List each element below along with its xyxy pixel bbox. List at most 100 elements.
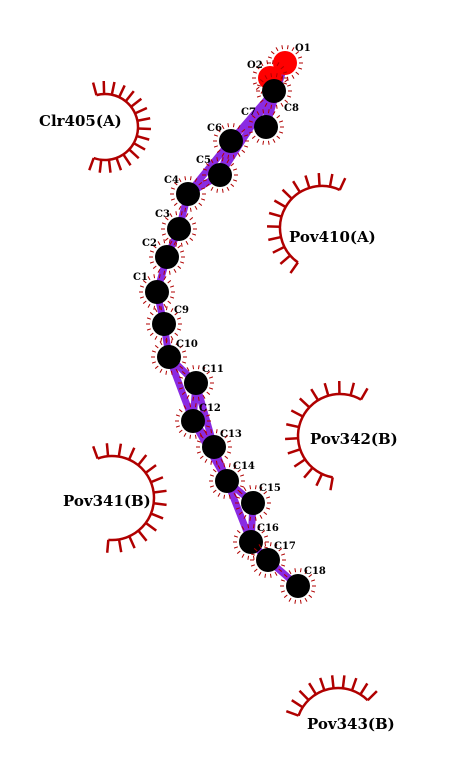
atom-spike <box>256 87 259 90</box>
atom-spike <box>281 580 285 581</box>
atom-spike <box>229 495 230 499</box>
contact-arcs <box>89 81 377 716</box>
atom-label-C10: C10 <box>176 339 198 350</box>
arc-tick <box>138 455 146 465</box>
arc-tick <box>343 675 345 688</box>
atom-spike <box>211 187 213 190</box>
atom-spike <box>166 371 167 375</box>
arc-tick <box>292 700 303 707</box>
arc-line <box>299 688 368 716</box>
atom-spike <box>276 73 277 77</box>
atom-spike <box>244 146 248 147</box>
arc-tick <box>119 539 121 552</box>
arc-tick <box>368 691 377 700</box>
atom-label-C7: C7 <box>241 107 256 118</box>
atom-spike <box>270 574 271 578</box>
atom-spike <box>227 187 229 190</box>
arc-tick <box>107 443 108 456</box>
residue-labels: Clr405(A)Pov410(A)Pov342(B)Pov341(B)Pov3… <box>39 112 398 733</box>
atom-spike <box>160 369 162 372</box>
atom-spike <box>228 155 229 159</box>
atom-label-C9: C9 <box>174 305 189 316</box>
atom-spike <box>168 301 171 304</box>
atom-spike <box>229 463 230 467</box>
atom-spike <box>211 429 212 433</box>
atom-spike <box>237 551 240 554</box>
arc-tick <box>352 678 356 690</box>
atom-spike <box>216 461 217 465</box>
atom-spike <box>214 135 218 136</box>
atom-spike <box>282 45 283 49</box>
atom-spike <box>195 435 196 439</box>
arc-tick <box>340 178 345 190</box>
atom-spike <box>277 136 280 139</box>
atom-spike <box>222 189 223 193</box>
arc-tick <box>107 540 108 553</box>
atom-spike <box>193 397 194 401</box>
atom-spike <box>298 68 302 69</box>
atom-spike <box>234 547 238 548</box>
atom-spike <box>300 600 301 604</box>
atom-spike <box>171 336 173 339</box>
atom-spike <box>233 123 234 127</box>
atom-spike <box>284 595 287 598</box>
atom-spike <box>152 351 156 352</box>
atom-label-O2: O2 <box>247 60 263 71</box>
atom-spike <box>234 536 238 537</box>
arc-tick <box>360 683 367 694</box>
atom-label-C16: C16 <box>257 523 279 534</box>
atom-spike <box>190 208 191 212</box>
atom-spike <box>140 286 144 287</box>
atom-spike <box>211 461 212 465</box>
atom-spike <box>285 79 288 82</box>
arc-tick <box>290 262 297 273</box>
arc-tick <box>135 108 147 113</box>
atom-circle <box>176 182 200 206</box>
atom-spike <box>161 338 162 342</box>
atom-spike <box>259 572 261 575</box>
atom-circle <box>208 163 232 187</box>
atom-spike <box>180 251 184 252</box>
atom-spike <box>255 485 256 489</box>
atom-spike <box>272 60 273 64</box>
atom-spike <box>251 565 255 566</box>
atom-circle <box>262 79 286 103</box>
arc-tick <box>116 158 121 170</box>
arc-tick <box>138 531 146 541</box>
contact-arc-pov410a <box>267 173 345 273</box>
atom-spike <box>218 493 220 496</box>
atom-spike <box>253 524 254 528</box>
atom-spike <box>298 57 302 58</box>
atom-spike <box>177 318 181 319</box>
atom-spike <box>305 598 307 601</box>
atom-label-C18: C18 <box>304 566 326 577</box>
atom-spike <box>289 598 291 601</box>
atom-spike <box>171 308 173 311</box>
atom-spike <box>263 109 264 113</box>
atom-spike <box>289 570 291 573</box>
atom-spike <box>171 371 172 375</box>
arc-tick <box>294 459 305 466</box>
arc-tick <box>109 160 111 173</box>
atom-spike <box>244 487 246 490</box>
atom-spike <box>281 103 283 106</box>
atom-spike <box>264 512 267 515</box>
atom-spike <box>276 105 277 109</box>
arc-tick <box>330 174 332 187</box>
atom-spike <box>199 203 202 206</box>
atom-spike <box>171 339 172 343</box>
atom-circle <box>145 280 169 304</box>
atom-spike <box>175 333 178 336</box>
atom-spike <box>281 554 285 555</box>
atom-spike <box>227 441 231 442</box>
atom-spike <box>185 176 186 180</box>
atom-spike <box>190 435 191 439</box>
arc-tick <box>93 446 97 458</box>
atom-spike <box>200 456 203 459</box>
atom-spike <box>150 251 154 252</box>
atom-spike <box>181 243 182 247</box>
atom-spike <box>166 306 167 310</box>
atom-spike <box>257 85 261 86</box>
arc-tick <box>119 444 121 457</box>
atom-spike <box>140 297 144 298</box>
